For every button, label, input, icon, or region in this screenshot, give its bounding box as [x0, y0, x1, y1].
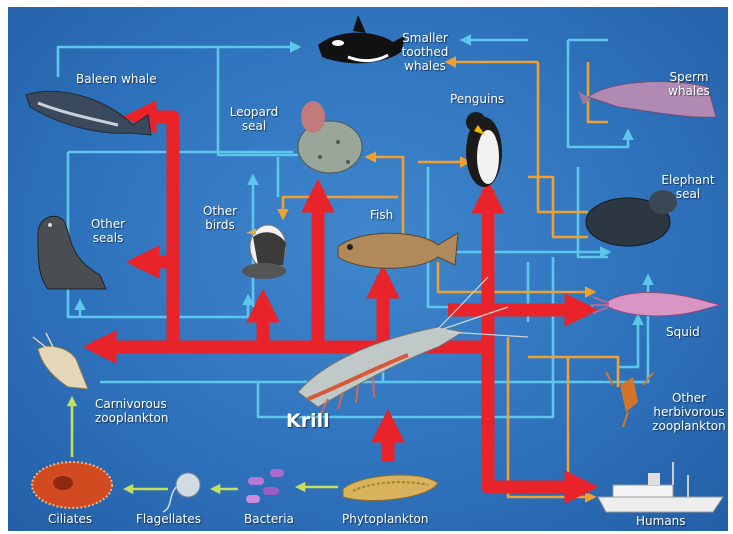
label-flagellates: Flagellates	[136, 512, 201, 526]
label-penguins: Penguins	[450, 92, 504, 106]
label-bacteria: Bacteria	[244, 512, 294, 526]
label-smaller-toothed-whales: Smaller toothed whales	[394, 31, 456, 73]
label-phytoplankton: Phytoplankton	[342, 512, 429, 526]
label-sperm-whales: Sperm whales	[664, 70, 714, 98]
orca-icon	[318, 15, 406, 63]
penguin-icon	[466, 112, 502, 187]
label-elephant-seal: Elephant seal	[658, 173, 718, 201]
label-carnivorous-zooplankton: Carnivorous zooplankton	[95, 397, 169, 425]
ship-icon	[598, 462, 723, 512]
other-herbivorous-zooplankton-icon	[606, 372, 653, 427]
leopard-seal-icon	[298, 101, 362, 173]
food-web-diagram: Baleen whale Smaller toothed whales Sper…	[8, 7, 728, 531]
label-ciliates: Ciliates	[48, 512, 92, 526]
label-other-herbivorous-zooplankton: Other herbivorous zooplankton	[652, 391, 726, 433]
label-fish: Fish	[370, 208, 393, 222]
squid-icon	[591, 293, 720, 316]
label-squid: Squid	[666, 325, 700, 339]
fish-icon	[338, 233, 458, 268]
flagellates-icon	[163, 473, 200, 512]
ciliates-icon	[32, 462, 112, 508]
carnivorous-zooplankton-icon	[33, 333, 88, 389]
label-baleen-whale: Baleen whale	[76, 72, 157, 86]
baleen-whale-icon	[26, 91, 151, 135]
krill-consumption-arrows	[93, 117, 588, 487]
label-leopard-seal: Leopard seal	[228, 105, 280, 133]
phytoplankton-icon	[343, 475, 438, 500]
other-birds-icon	[242, 225, 286, 279]
bacteria-icon	[246, 469, 284, 503]
label-other-birds: Other birds	[198, 204, 242, 232]
label-humans: Humans	[636, 514, 686, 528]
label-krill: Krill	[286, 410, 330, 432]
label-other-seals: Other seals	[86, 217, 130, 245]
